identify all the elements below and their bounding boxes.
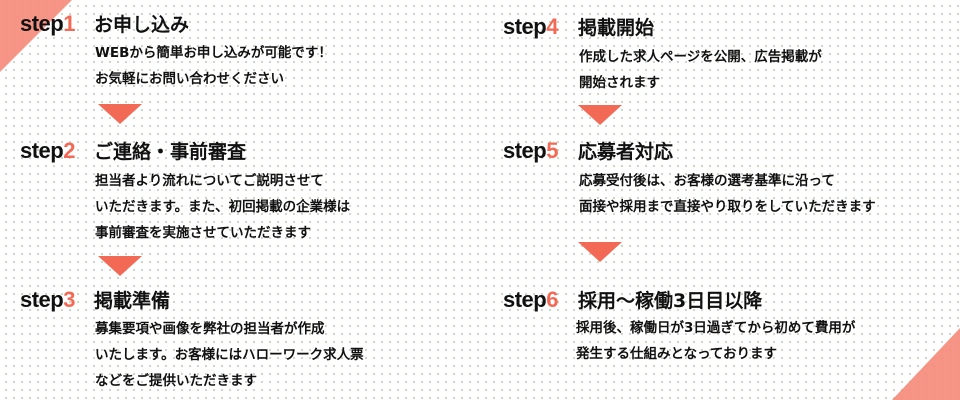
step-description: 募集要項や画像を弊社の担当者が作成いたします。お客様にはハローワーク求人票などを… bbox=[95, 316, 364, 394]
step-description: 作成した求人ページを公開、広告掲載が開始されます bbox=[579, 44, 822, 96]
step-label: step4 bbox=[503, 14, 558, 40]
desc-line: 開始されます bbox=[579, 75, 660, 91]
desc-line: 面接や採用まで直接やり取りをしていただきます bbox=[579, 199, 876, 215]
step-number: 6 bbox=[546, 287, 558, 312]
step-title: 掲載開始 bbox=[578, 17, 655, 39]
step-word: step bbox=[20, 287, 64, 312]
desc-line: 採用後、稼働日が3日過ぎてから初めて費用が bbox=[576, 320, 856, 336]
step-description: 担当者より流れについてご説明させていただきます。また、初回掲載の企業様は事前審査… bbox=[95, 168, 350, 246]
desc-line: 募集要項や画像を弊社の担当者が作成 bbox=[95, 321, 325, 337]
step-title: 掲載準備 bbox=[94, 290, 171, 312]
step-description: 応募受付後は、お客様の選考基準に沿って面接や採用まで直接やり取りをしていただきま… bbox=[579, 168, 876, 220]
desc-line: お気軽にお問い合わせください bbox=[95, 71, 284, 87]
arrow-down-icon bbox=[578, 242, 622, 262]
desc-line: 担当者より流れについてご説明させて bbox=[95, 173, 324, 189]
step-word: step bbox=[20, 11, 64, 36]
desc-line: 応募受付後は、お客様の選考基準に沿って bbox=[579, 173, 835, 189]
corner-decoration bbox=[892, 328, 960, 400]
step-title: 採用～稼働3日目以降 bbox=[578, 290, 763, 312]
step-label: step2 bbox=[20, 138, 75, 164]
arrow-down-icon bbox=[98, 256, 142, 276]
step-word: step bbox=[20, 138, 64, 163]
step-label: step6 bbox=[503, 287, 558, 313]
desc-line: 作成した求人ページを公開、広告掲載が bbox=[579, 49, 822, 65]
step-title: 応募者対応 bbox=[578, 141, 674, 163]
corner-decoration bbox=[0, 0, 72, 72]
desc-line: いただきます。また、初回掲載の企業様は bbox=[95, 199, 351, 215]
arrow-down-icon bbox=[98, 104, 142, 124]
step-number: 3 bbox=[63, 287, 75, 312]
desc-line: などをご提供いただきます bbox=[95, 373, 257, 389]
step-label: step3 bbox=[20, 287, 75, 313]
step-number: 5 bbox=[546, 138, 558, 163]
step-title: ご連絡・事前審査 bbox=[94, 141, 247, 163]
desc-line: いたします。お客様にはハローワーク求人票 bbox=[95, 347, 364, 363]
step-word: step bbox=[503, 287, 547, 312]
step-label: step1 bbox=[20, 11, 75, 37]
step-title: お申し込み bbox=[94, 14, 190, 36]
desc-line: 事前審査を実施させていただきます bbox=[95, 225, 311, 241]
step-number: 1 bbox=[63, 11, 75, 36]
step-number: 4 bbox=[546, 14, 558, 39]
desc-line: WEBから簡単お申し込みが可能です！ bbox=[95, 45, 332, 61]
step-description: 採用後、稼働日が3日過ぎてから初めて費用が発生する仕組みとなっております bbox=[576, 315, 855, 367]
step-word: step bbox=[503, 14, 547, 39]
step-label: step5 bbox=[503, 138, 558, 164]
step-number: 2 bbox=[63, 138, 75, 163]
step-word: step bbox=[503, 138, 547, 163]
desc-line: 発生する仕組みとなっております bbox=[576, 346, 778, 362]
step-description: WEBから簡単お申し込みが可能です！ お気軽にお問い合わせください bbox=[95, 40, 332, 92]
arrow-down-icon bbox=[578, 105, 622, 125]
